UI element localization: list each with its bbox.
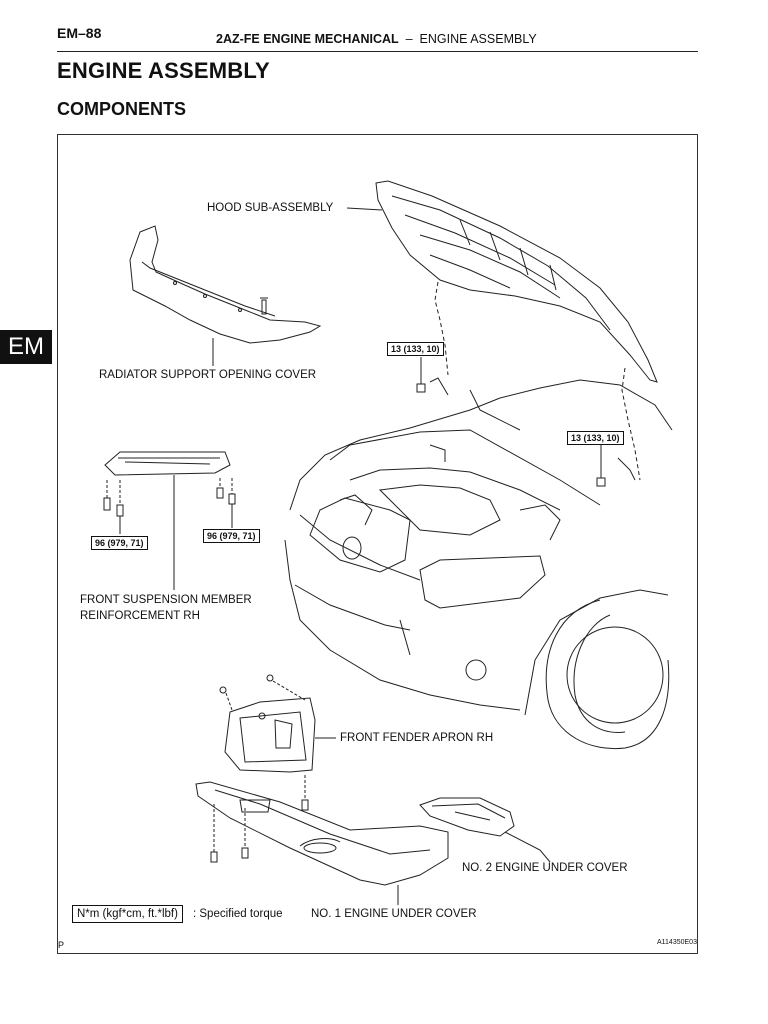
page-subtitle: COMPONENTS bbox=[57, 99, 187, 119]
hood-leader bbox=[346, 207, 383, 211]
figure-code: A114350E03 bbox=[657, 939, 697, 946]
suspension-reinforcement-drawing bbox=[103, 451, 236, 534]
label-hood: HOOD SUB-ASSEMBLY bbox=[207, 202, 334, 214]
fender-apron-drawing bbox=[219, 674, 316, 811]
under-cover-2-drawing bbox=[419, 797, 515, 837]
torque-suspension-left: 96 (979, 71) bbox=[91, 536, 148, 550]
torque-hood-left: 13 (133, 10) bbox=[387, 342, 444, 356]
label-fender-apron: FRONT FENDER APRON RH bbox=[340, 732, 494, 744]
radiator-cover-drawing bbox=[129, 225, 322, 344]
label-under-cover-1: NO. 1 ENGINE UNDER COVER bbox=[311, 908, 477, 920]
figure-frame bbox=[57, 134, 698, 954]
footer-p-mark: P bbox=[58, 940, 65, 950]
hood-bolt-right bbox=[596, 444, 636, 487]
label-front-suspension-2: REINFORCEMENT RH bbox=[80, 610, 200, 622]
label-radiator-cover: RADIATOR SUPPORT OPENING COVER bbox=[99, 369, 317, 381]
torque-suspension-right: 96 (979, 71) bbox=[203, 529, 260, 543]
header-rule bbox=[57, 51, 698, 52]
header-title: 2AZ-FE ENGINE MECHANICAL – ENGINE ASSEMB… bbox=[216, 32, 537, 46]
under-cover-1-drawing bbox=[195, 781, 449, 886]
header-separator: – bbox=[405, 32, 413, 46]
torque-legend-text: : Specified torque bbox=[193, 908, 283, 920]
vehicle-drawing bbox=[284, 379, 673, 750]
page-number: EM–88 bbox=[57, 25, 102, 41]
header-subsection: ENGINE ASSEMBLY bbox=[419, 32, 537, 46]
under-cover-2-leader bbox=[504, 831, 551, 863]
torque-hood-right: 13 (133, 10) bbox=[567, 431, 624, 445]
torque-legend-box: N*m (kgf*cm, ft.*lbf) bbox=[72, 905, 183, 923]
page-title: ENGINE ASSEMBLY bbox=[57, 58, 270, 83]
header-section: 2AZ-FE ENGINE MECHANICAL bbox=[216, 32, 399, 46]
hood-drawing bbox=[375, 180, 658, 481]
hood-bolt-left bbox=[416, 357, 449, 396]
section-tab[interactable]: EM bbox=[0, 330, 52, 364]
label-under-cover-2: NO. 2 ENGINE UNDER COVER bbox=[462, 862, 628, 874]
label-front-suspension-1: FRONT SUSPENSION MEMBER bbox=[80, 594, 252, 606]
